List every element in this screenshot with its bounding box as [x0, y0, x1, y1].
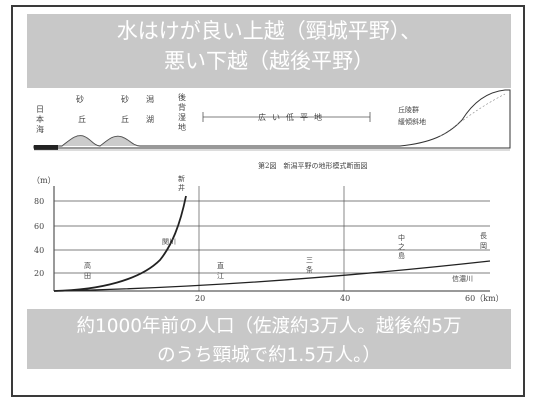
y-unit: （m） — [32, 176, 56, 185]
label-nakanoshima: 中之島 — [398, 233, 405, 260]
label-sanjo: 三条 — [306, 256, 313, 274]
y-tick-20: 20 — [34, 269, 44, 278]
y-tick-40: 40 — [34, 246, 44, 255]
caption-band — [27, 309, 511, 369]
label-arai: 新井 — [178, 174, 185, 192]
caption-line-2: のうち頸城で約1.5万人。） — [157, 345, 381, 366]
title-band — [27, 14, 511, 88]
y-tick-80: 80 — [34, 197, 44, 206]
label-naoe: 直江 — [217, 261, 224, 280]
title-line-2: 悪い下越（越後平野） — [164, 49, 374, 73]
label-shinano: 信濃川 — [452, 274, 473, 283]
label-dune-1: 砂丘 — [76, 94, 86, 124]
x-tick-20: 20 — [195, 294, 205, 303]
label-lowland: 広い低平地 — [258, 112, 328, 122]
river-profile-chart: （m） 80 60 40 20 20 40 60（km） 新井 関川 高田 — [32, 174, 504, 303]
label-nagaoka: 長岡 — [480, 232, 487, 250]
caption-line-1: 約1000年前の人口（佐渡約3万人。越後約5万 — [76, 316, 462, 337]
x-tick-40: 40 — [340, 294, 350, 303]
sekikawa-curve — [53, 195, 187, 292]
label-slope: 緩傾斜地 — [398, 117, 426, 126]
y-tick-60: 60 — [34, 222, 44, 231]
cross-section-diagram: 日本海 砂丘 砂丘 潟湖 後背湿地 広い低平地 丘陵群 緩傾斜地 丘陵 第2図 … — [33, 89, 511, 170]
label-sekikawa: 関川 — [162, 238, 176, 246]
slide-caption: 約1000年前の人口（佐渡約3万人。越後約5万 のうち頸城で約1.5万人。） — [20, 312, 518, 370]
label-dune-2: 砂丘 — [121, 94, 129, 124]
shinano-line — [53, 260, 491, 292]
label-takada: 高田 — [84, 261, 91, 280]
slide-title: 水はけが良い上越（頸城平野）、 悪い下越（越後平野） — [27, 16, 511, 76]
x-tick-60: 60（km） — [465, 294, 504, 303]
label-hills: 丘陵群 — [398, 105, 419, 114]
cross-section-caption: 第2図 新潟平野の地形模式断面図 — [258, 161, 367, 170]
label-lagoon: 潟湖 — [146, 94, 154, 124]
title-line-1: 水はけが良い上越（頸城平野）、 — [116, 19, 422, 43]
label-backmarsh: 後背湿地 — [178, 92, 186, 132]
label-sea: 日本海 — [36, 105, 44, 134]
